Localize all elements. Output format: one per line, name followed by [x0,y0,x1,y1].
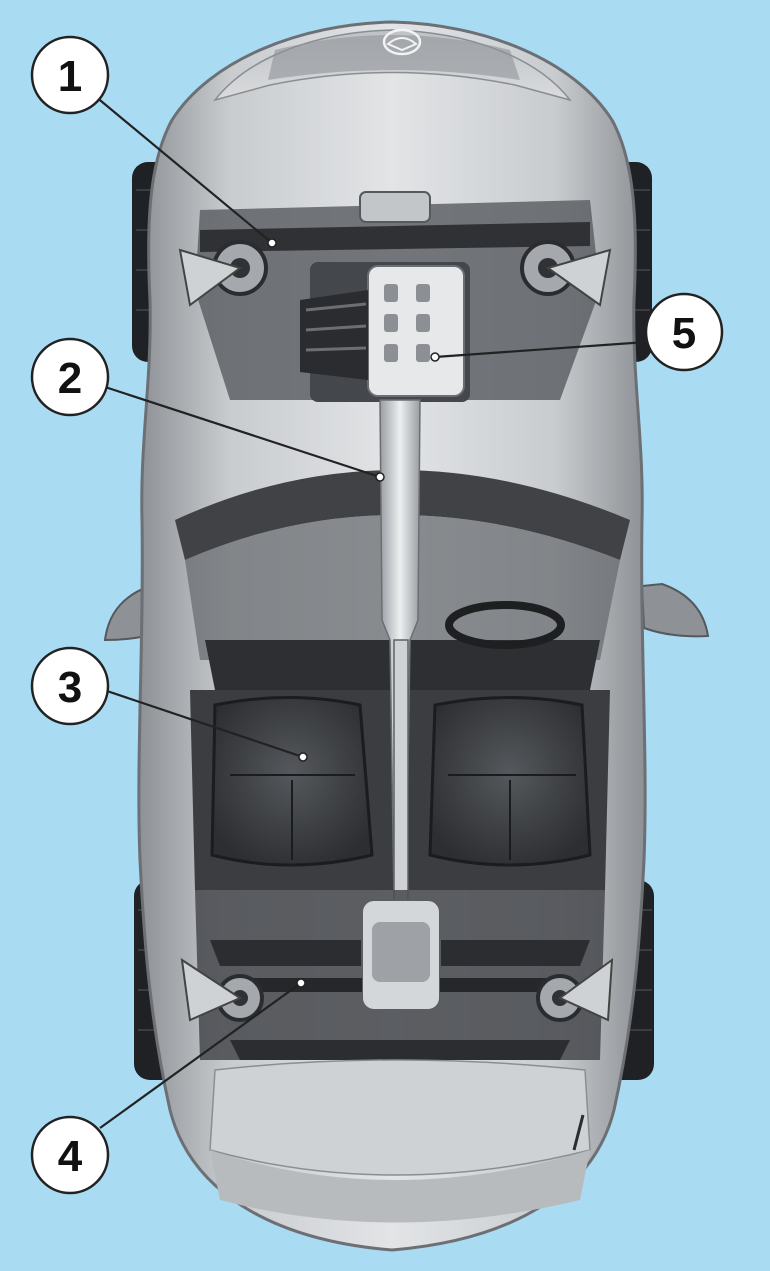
callout-2: 2 [30,337,110,417]
callout-5-number: 5 [672,309,696,358]
leader-2 [101,384,381,479]
mirror-right [640,582,710,638]
rear-crossmember [230,1040,570,1060]
leader-1 [94,95,273,244]
callout-5: 5 [644,292,724,372]
callout-3-number: 3 [58,663,82,712]
rear-bumper [210,1150,590,1223]
leader-5 [434,340,647,359]
antenna [572,1114,585,1151]
callout-3: 3 [30,646,110,726]
callout-2-number: 2 [58,354,82,403]
leader-dots [267,238,440,988]
callout-1-number: 1 [58,52,82,101]
callout-4-number: 4 [58,1132,83,1181]
callout-4: 4 [30,1115,110,1195]
leader-4 [99,982,302,1129]
brand-logo [382,28,422,56]
right-halfshaft [440,978,562,992]
leader-lines [94,95,647,1129]
driveshaft [393,639,409,911]
front-crossmember [200,222,590,252]
trunk-lid [209,1059,591,1176]
intake-manifold [300,290,368,380]
engine-bay [178,191,612,402]
hood-vent [268,35,520,80]
cam-cover [367,265,465,397]
steering-wheel [445,601,565,649]
callout-1: 1 [30,35,110,115]
leader-3 [103,688,304,759]
rear-chassis [180,890,614,1060]
